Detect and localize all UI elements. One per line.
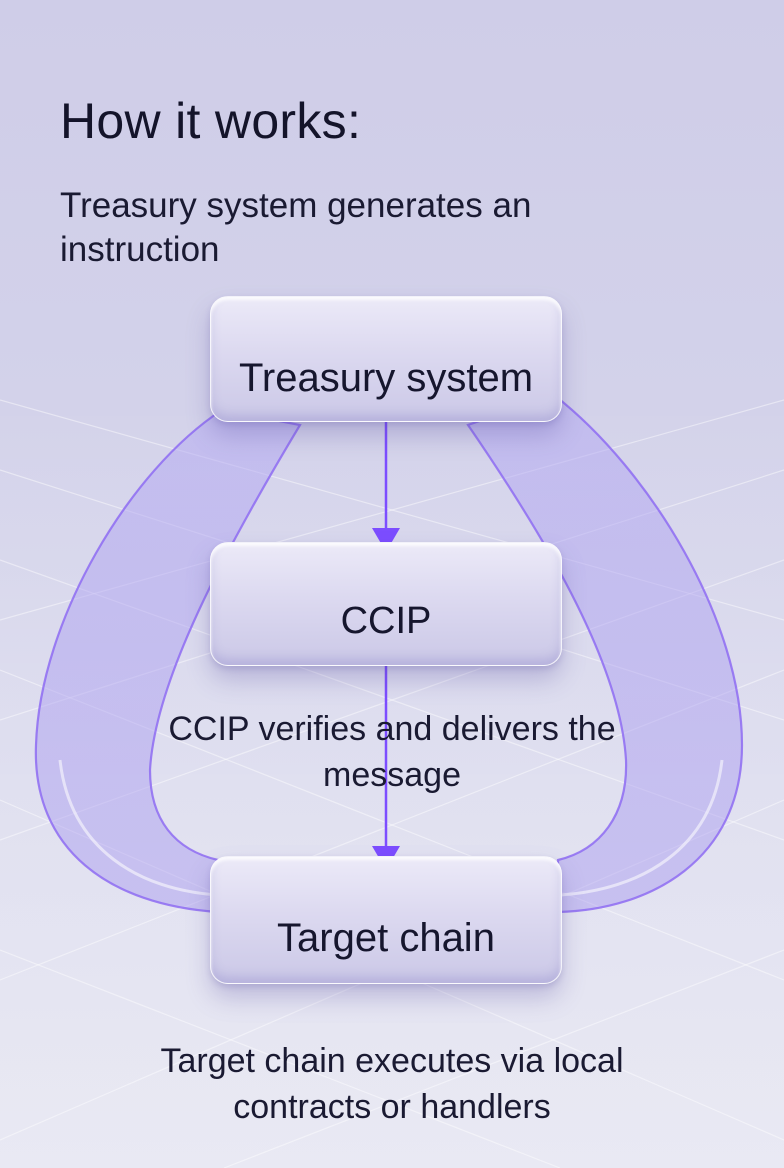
target-step-caption: Target chain executes via local contract…	[160, 1042, 624, 1126]
feedback-loop	[34, 393, 744, 914]
node-label: Treasury system	[238, 356, 534, 400]
intro-text: Treasury system generates an instruction	[60, 186, 532, 269]
node-label: Target chain	[277, 916, 495, 960]
arrow-down-icon	[372, 528, 400, 552]
page-title: How it works:	[60, 93, 362, 149]
ccip-step-caption: CCIP verifies and delivers the message	[168, 710, 616, 794]
node-target-chain: Target chain	[210, 856, 562, 984]
node-ccip: CCIP	[210, 542, 562, 666]
node-treasury-system: Treasury system	[210, 296, 562, 422]
node-label: CCIP	[340, 600, 432, 642]
connector-treasury-ccip	[372, 422, 400, 552]
